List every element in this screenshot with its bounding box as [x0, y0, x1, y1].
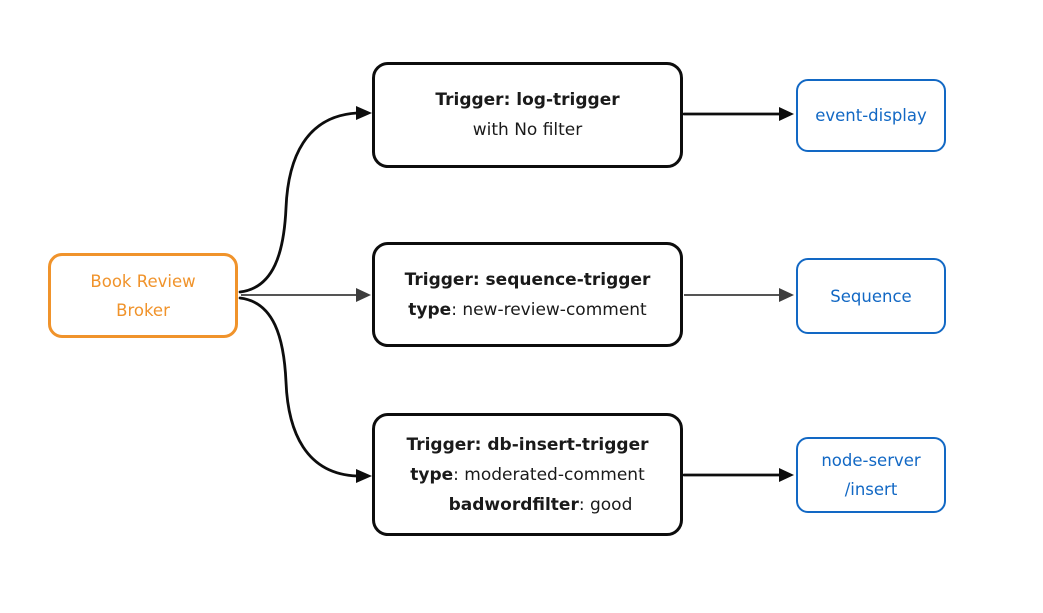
trigger-log-title: Trigger: log-trigger	[435, 90, 620, 110]
trigger-sequence-prop: type: new-review-comment	[375, 295, 680, 325]
trigger-sequence-prop-value: : new-review-comment	[451, 299, 647, 320]
trigger-db-insert-prop2-value: : good	[578, 494, 633, 515]
node-broker: Book Review Broker	[48, 253, 238, 338]
trigger-sequence-prop-key: type	[408, 299, 452, 320]
trigger-db-insert-prop1-key: type	[410, 464, 454, 485]
sink-node-server-line2: /insert	[844, 480, 898, 499]
node-sink-node-server: node-server /insert	[796, 437, 946, 513]
trigger-log-subtitle: with No filter	[472, 120, 583, 140]
edge-broker-to-db-insert-trigger	[238, 296, 372, 483]
edge-db-insert-trigger-to-node-server	[682, 468, 794, 482]
node-sink-sequence: Sequence	[796, 258, 946, 334]
trigger-sequence-title: Trigger: sequence-trigger	[404, 269, 651, 290]
trigger-db-insert-prop2-key: badwordfilter	[448, 494, 579, 515]
trigger-db-insert-prop2: badwordfilter: good	[388, 490, 693, 520]
edge-broker-to-log-trigger	[238, 106, 372, 294]
edge-broker-to-sequence-trigger	[241, 288, 371, 302]
sink-event-display-label: event-display	[815, 106, 927, 125]
sink-node-server-line1: node-server	[821, 451, 921, 470]
trigger-db-insert-prop1: type: moderated-comment	[375, 460, 680, 490]
node-trigger-db-insert: Trigger: db-insert-trigger type: moderat…	[372, 413, 683, 536]
node-sink-event-display: event-display	[796, 79, 946, 152]
edge-sequence-trigger-to-sequence	[684, 288, 794, 302]
trigger-db-insert-prop1-value: : moderated-comment	[453, 464, 645, 485]
broker-label-line2: Broker	[116, 300, 170, 320]
broker-label-line1: Book Review	[90, 271, 196, 291]
sink-sequence-label: Sequence	[830, 286, 912, 306]
trigger-db-insert-title: Trigger: db-insert-trigger	[406, 434, 649, 455]
node-trigger-sequence: Trigger: sequence-trigger type: new-revi…	[372, 242, 683, 347]
edge-log-trigger-to-event-display	[682, 107, 794, 121]
node-trigger-log: Trigger: log-trigger with No filter	[372, 62, 683, 168]
